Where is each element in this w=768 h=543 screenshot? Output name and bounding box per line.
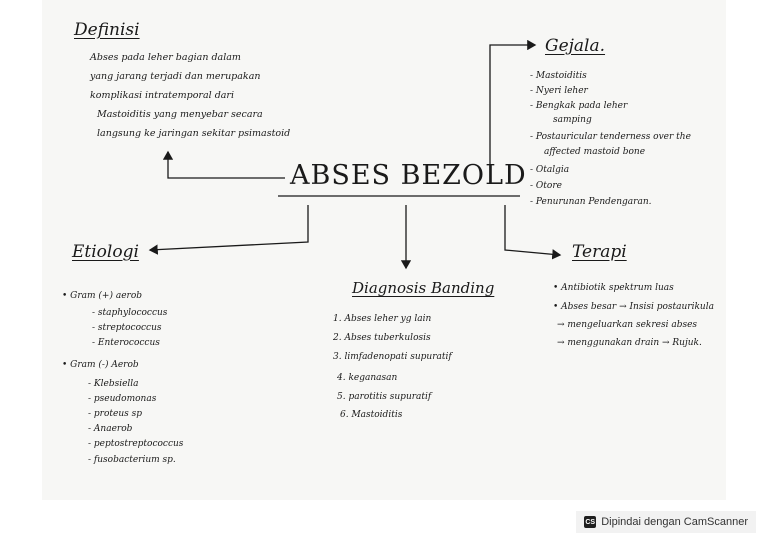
terapi-item: • Abses besar → Insisi postaurikula bbox=[553, 302, 714, 312]
etiologi-group-label: • Gram (+) aerob bbox=[62, 291, 143, 301]
gejala-heading: Gejala. bbox=[545, 36, 606, 56]
etiologi-item: - Enterococcus bbox=[92, 338, 160, 348]
gejala-item: - Nyeri leher bbox=[530, 86, 588, 96]
definisi-line: Mastoiditis yang menyebar secara bbox=[97, 109, 263, 120]
definisi-line: yang jarang terjadi dan merupakan bbox=[90, 71, 261, 82]
diagnosis-item: 3. limfadenopati supuratif bbox=[333, 352, 452, 362]
terapi-item: • Antibiotik spektrum luas bbox=[553, 283, 674, 293]
terapi-item: → menggunakan drain → Rujuk. bbox=[557, 338, 702, 348]
gejala-item: - Otore bbox=[530, 181, 562, 191]
etiologi-item: - proteus sp bbox=[88, 409, 142, 419]
arrow-to-gejala bbox=[489, 39, 537, 165]
gejala-item: affected mastoid bone bbox=[544, 147, 646, 157]
diagnosis-heading: Diagnosis Banding bbox=[352, 279, 495, 297]
etiologi-heading: Etiologi bbox=[72, 242, 139, 262]
arrow-to-definisi bbox=[162, 150, 285, 179]
etiologi-item: - pseudomonas bbox=[88, 394, 157, 404]
definisi-heading: Definisi bbox=[74, 20, 140, 40]
terapi-heading: Terapi bbox=[572, 242, 627, 262]
etiologi-item: - peptostreptococcus bbox=[88, 439, 184, 449]
etiologi-item: - staphylococcus bbox=[92, 308, 168, 318]
gejala-item: - Bengkak pada leher bbox=[530, 101, 628, 111]
camscanner-watermark: CS Dipindai dengan CamScanner bbox=[576, 511, 756, 533]
definisi-line: Abses pada leher bagian dalam bbox=[90, 52, 241, 63]
gejala-item: - Penurunan Pendengaran. bbox=[530, 197, 652, 207]
arrow-to-terapi bbox=[504, 205, 562, 260]
etiologi-item: - streptococcus bbox=[92, 323, 162, 333]
camscanner-icon: CS bbox=[584, 516, 597, 528]
diagnosis-item: 4. keganasan bbox=[337, 373, 398, 383]
etiologi-item: - Klebsiella bbox=[88, 379, 139, 389]
etiologi-item: - fusobacterium sp. bbox=[88, 455, 176, 465]
etiologi-group-label: • Gram (-) Aerob bbox=[62, 360, 139, 370]
diagnosis-item: 6. Mastoiditis bbox=[340, 410, 403, 420]
diagnosis-item: 5. parotitis supuratif bbox=[337, 392, 432, 402]
etiologi-item: - Anaerob bbox=[88, 424, 133, 434]
diagnosis-item: 2. Abses tuberkulosis bbox=[333, 333, 431, 343]
definisi-line: komplikasi intratemporal dari bbox=[90, 90, 235, 101]
gejala-item: samping bbox=[553, 115, 592, 125]
definisi-line: langsung ke jaringan sekitar psimastoid bbox=[97, 128, 291, 139]
gejala-item: - Mastoiditis bbox=[530, 71, 587, 81]
page-title: ABSES BEZOLD bbox=[290, 160, 527, 191]
arrow-to-etiologi bbox=[148, 205, 309, 255]
gejala-item: - Postauricular tenderness over the bbox=[530, 132, 691, 142]
diagnosis-item: 1. Abses leher yg lain bbox=[333, 314, 432, 324]
terapi-item: → mengeluarkan sekresi abses bbox=[557, 320, 698, 330]
gejala-item: - Otalgia bbox=[530, 165, 570, 175]
camscanner-label: Dipindai dengan CamScanner bbox=[601, 516, 748, 528]
